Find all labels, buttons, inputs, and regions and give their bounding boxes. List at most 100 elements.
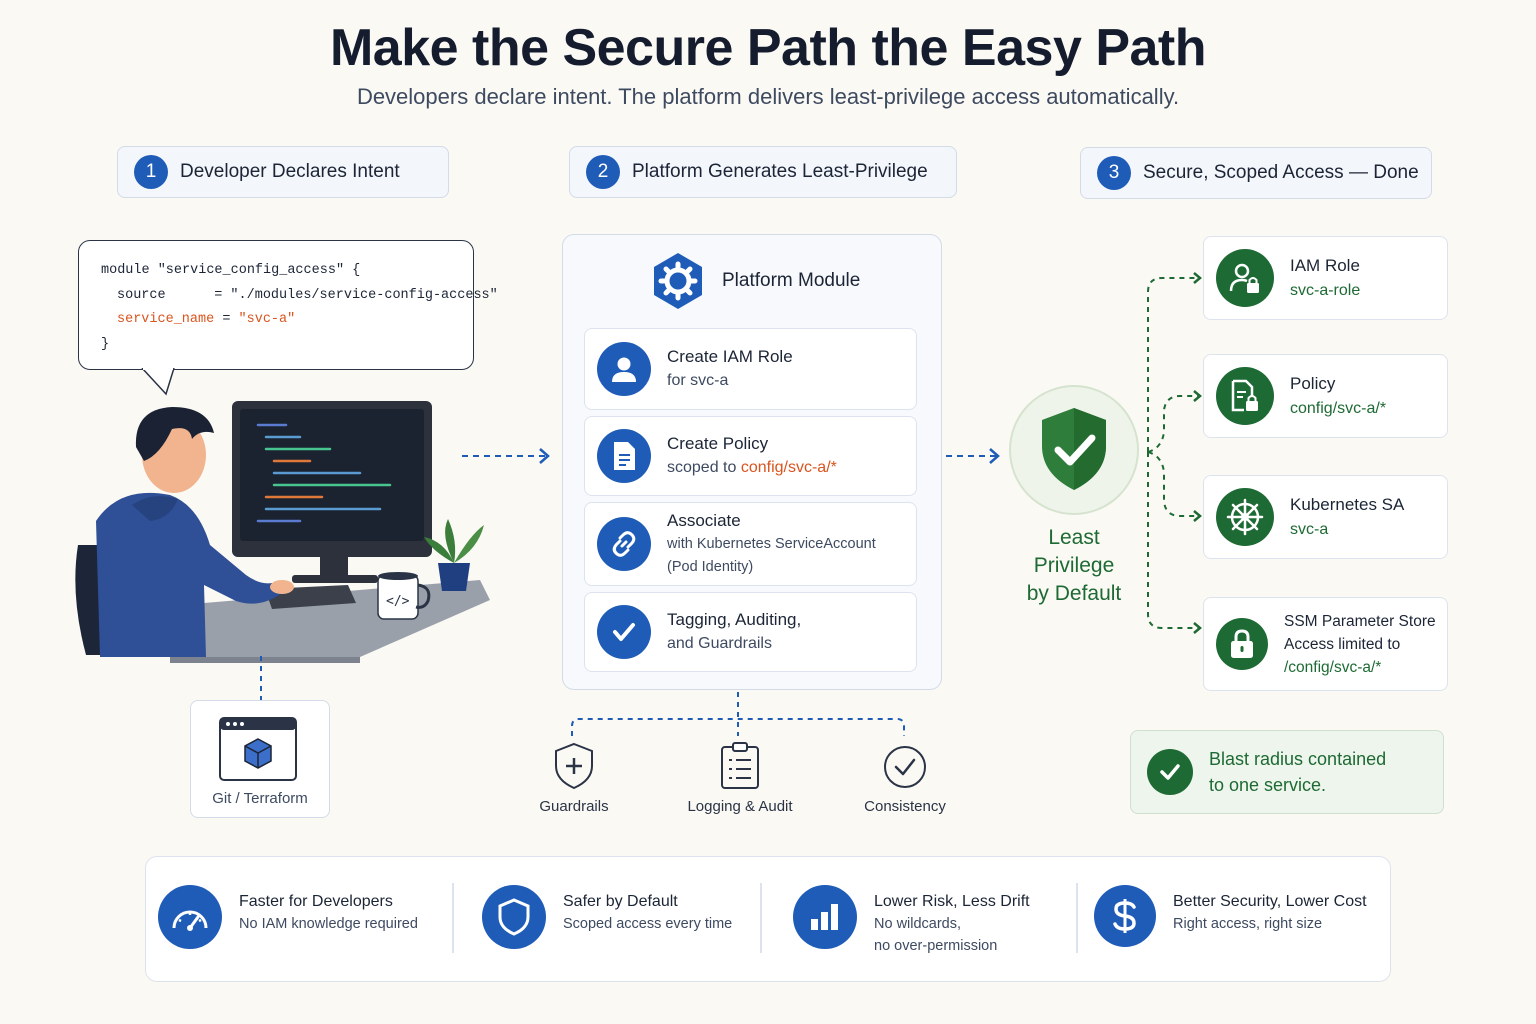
user-lock-icon: [1216, 249, 1274, 307]
lp-line-3: by Default: [1026, 582, 1122, 605]
resource-subtitle-1: Access limited to: [1284, 635, 1401, 653]
user-icon: [597, 342, 651, 396]
divider: [452, 883, 454, 953]
divider: [760, 883, 762, 953]
code-eq: =: [214, 312, 239, 327]
lp-line-2: Privilege: [1033, 554, 1115, 577]
benefit-title: Safer by Default: [563, 893, 678, 910]
svg-text:</>: </>: [386, 594, 410, 609]
feature-label: Guardrails: [539, 798, 609, 815]
resource-ssm-parameter-store: SSM Parameter Store Access limited to /c…: [1203, 597, 1448, 691]
resource-title: Kubernetes SA: [1290, 495, 1405, 514]
browser-cube-icon: [219, 717, 297, 781]
benefits-bar: Faster for Developers No IAM knowledge r…: [145, 856, 1391, 982]
scope-path: config/svc-a/*: [740, 459, 837, 476]
resource-subtitle: config/svc-a/*: [1290, 400, 1387, 417]
document-icon: [597, 429, 651, 483]
code-speech-bubble: module "service_config_access" { source …: [78, 240, 498, 370]
code-line-3: service_name = "svc-a": [101, 308, 451, 333]
benefit-title: Better Security, Lower Cost: [1173, 893, 1367, 910]
benefit-title: Lower Risk, Less Drift: [874, 893, 1030, 910]
card-create-policy: Create Policy scoped to config/svc-a/*: [584, 416, 917, 496]
step-3-label: Secure, Scoped Access — Done: [1143, 162, 1419, 183]
card-associate: Associate with Kubernetes ServiceAccount…: [584, 502, 917, 586]
gear-icon: [654, 253, 702, 309]
divider: [1076, 883, 1078, 953]
benefit-subtitle: Scoped access every time: [563, 916, 733, 932]
git-terraform-card: Git / Terraform: [190, 700, 330, 818]
lock-icon: [1216, 618, 1268, 670]
blast-line-2: to one service.: [1209, 775, 1327, 795]
clipboard-list-icon: [721, 742, 759, 789]
speedometer-icon: [158, 885, 222, 949]
check-circle-icon: [1147, 749, 1193, 795]
feature-label: Logging & Audit: [687, 798, 793, 815]
resource-title: Policy: [1290, 374, 1336, 393]
resource-title: IAM Role: [1290, 256, 1360, 275]
benefit-better-security: Better Security, Lower Cost Right access…: [1094, 885, 1367, 947]
blast-radius-callout: Blast radius contained to one service.: [1130, 730, 1444, 814]
benefit-lower-risk: Lower Risk, Less Drift No wildcards, no …: [793, 885, 1030, 957]
feature-guardrails: Guardrails: [522, 742, 626, 815]
check-icon: [597, 605, 651, 659]
feature-logging-audit: Logging & Audit: [678, 742, 802, 815]
card-create-iam-role: Create IAM Role for svc-a: [584, 328, 917, 410]
benefit-subtitle-1: No wildcards,: [874, 916, 962, 932]
least-privilege-label: Least Privilege by Default: [1000, 524, 1148, 608]
kubernetes-helm-icon: [1216, 488, 1274, 546]
step-2-label: Platform Generates Least-Privilege: [632, 161, 928, 182]
card-title: Create Policy: [667, 434, 769, 453]
resource-policy: Policy config/svc-a/*: [1203, 354, 1448, 438]
lp-line-1: Least: [1048, 526, 1100, 549]
feature-label: Consistency: [864, 798, 946, 815]
code-key: service_name: [117, 312, 215, 327]
page-title: Make the Secure Path the Easy Path: [329, 19, 1207, 77]
resource-subtitle-2: /config/svc-a/*: [1284, 658, 1382, 676]
benefit-subtitle: Right access, right size: [1173, 916, 1323, 932]
resource-iam-role: IAM Role svc-a-role: [1203, 236, 1448, 320]
card-subtitle-1: with Kubernetes ServiceAccount: [667, 536, 876, 552]
step-2-header: 2 Platform Generates Least-Privilege: [569, 146, 957, 198]
least-privilege-shield: [1009, 385, 1139, 515]
step-2-number: 2: [586, 155, 620, 189]
benefit-subtitle: No IAM knowledge required: [239, 916, 418, 932]
bar-chart-icon: [793, 885, 857, 949]
blast-line-1: Blast radius contained: [1209, 749, 1387, 769]
check-circle-icon: [884, 746, 926, 788]
resource-connectors: [1147, 272, 1202, 634]
resource-subtitle: svc-a: [1290, 521, 1329, 538]
benefit-safer: Safer by Default Scoped access every tim…: [482, 885, 732, 949]
resource-subtitle: svc-a-role: [1290, 282, 1361, 299]
document-lock-icon: [1216, 367, 1274, 425]
card-title: Associate: [667, 511, 741, 530]
page-subtitle: Developers declare intent. The platform …: [356, 84, 1180, 109]
step-3-header: 3 Secure, Scoped Access — Done: [1080, 147, 1432, 199]
developer-illustration: </>: [75, 401, 490, 663]
shield-plus-icon: [555, 742, 593, 790]
card-subtitle: scoped to config/svc-a/*: [667, 456, 837, 480]
code-line-4: }: [101, 336, 110, 352]
code-line-1: module "service_config_access" {: [101, 263, 361, 278]
bubble-tail: [141, 368, 175, 396]
code-value: "svc-a": [238, 312, 296, 327]
step-1-label: Developer Declares Intent: [180, 161, 400, 182]
card-subtitle-2: (Pod Identity): [667, 559, 754, 575]
shield-icon: [482, 885, 546, 949]
arrow-dev-to-platform: [462, 448, 550, 464]
resource-kubernetes-sa: Kubernetes SA svc-a: [1203, 475, 1448, 559]
platform-module-header: Platform Module: [652, 252, 860, 310]
resource-title: SSM Parameter Store: [1284, 612, 1436, 630]
step-1-number: 1: [134, 155, 168, 189]
code-line-2: source = "./modules/service-config-acces…: [117, 287, 498, 303]
feature-consistency: Consistency: [852, 742, 958, 815]
arrow-platform-to-shield: [946, 448, 1000, 464]
card-title: Tagging, Auditing,: [667, 610, 802, 629]
feature-connectors: [571, 692, 905, 736]
link-icon: [597, 517, 651, 571]
card-subtitle: and Guardrails: [667, 635, 772, 652]
benefit-subtitle-2: no over-permission: [874, 938, 998, 954]
step-1-header: 1 Developer Declares Intent: [117, 146, 449, 198]
git-terraform-label: Git / Terraform: [212, 790, 308, 807]
benefit-title: Faster for Developers: [239, 893, 393, 910]
card-subtitle-prefix: scoped to: [667, 459, 741, 476]
